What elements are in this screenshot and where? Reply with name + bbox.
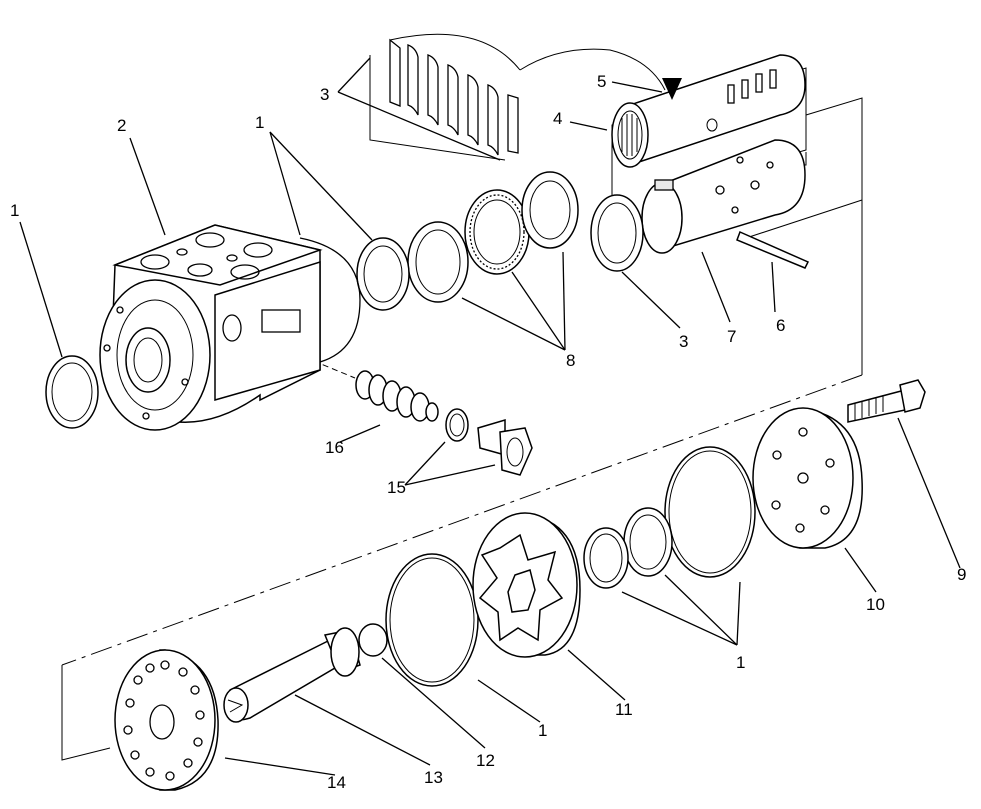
callout-11: 11: [615, 700, 633, 719]
callout-labels: 1 2 1 3 5 4 8 3 7 6 16 15 9 10 1 11 1 12…: [10, 72, 966, 792]
sleeve: [611, 54, 806, 168]
wear-plate: [114, 649, 219, 791]
callout-14: 14: [327, 773, 346, 792]
callout-1: 1: [255, 113, 264, 132]
callout-3: 3: [320, 85, 329, 104]
callout-4: 4: [553, 109, 562, 128]
spool: [641, 139, 806, 254]
callout-9: 9: [957, 565, 966, 584]
callout-5: 5: [597, 72, 606, 91]
ring-3: [590, 194, 644, 272]
callout-8: 8: [566, 351, 575, 370]
spacer-cap: [358, 623, 388, 657]
end-cap: [752, 407, 863, 549]
housing: [99, 224, 361, 431]
spring-set: [369, 33, 666, 161]
callout-7: 7: [727, 327, 736, 346]
callout-1: 1: [736, 653, 745, 672]
callout-13: 13: [424, 768, 443, 787]
callout-15: 15: [387, 478, 406, 497]
callout-1: 1: [10, 201, 19, 220]
callout-16: 16: [325, 438, 344, 457]
callout-10: 10: [866, 595, 885, 614]
pin: [736, 230, 810, 269]
seal-left: [45, 355, 99, 429]
seal-upper: [356, 237, 410, 311]
gerotor: [472, 512, 581, 658]
drive-shaft: [223, 627, 361, 723]
callout-1: 1: [538, 721, 547, 740]
leader-lines: [19, 57, 961, 776]
callout-3: 3: [679, 332, 688, 351]
plug-assembly: [445, 408, 533, 476]
bearing-set: [407, 171, 579, 303]
callout-2: 2: [117, 116, 126, 135]
cap-screw: [847, 379, 926, 423]
callout-6: 6: [776, 316, 785, 335]
seal-lower-set: [385, 446, 756, 687]
callout-12: 12: [476, 751, 495, 770]
relief-spring: [355, 370, 439, 422]
